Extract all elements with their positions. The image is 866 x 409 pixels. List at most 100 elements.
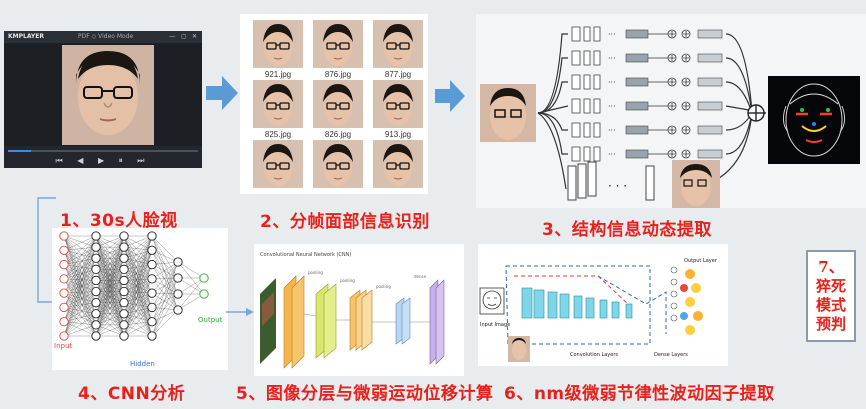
input-image-icon [479,287,505,315]
conv-layers-panel: Convolutional Neural Network (CNN) pooli… [254,244,464,376]
svg-text:···: ··· [608,54,616,63]
network-node [199,273,209,283]
svg-text:···: ··· [608,78,616,87]
player-titlebar: KMPLAYER PDF ◇ Video Mode — ◻ ✕ [4,31,202,43]
network-node [173,289,183,299]
thumbnail-caption: 826.jpg [324,130,352,139]
video-player: KMPLAYER PDF ◇ Video Mode — ◻ ✕ ⏮ ◀ ▶ ⏸ … [4,31,202,168]
network-node [91,298,101,308]
video-frame-face [62,45,154,145]
network-node [147,231,157,241]
network-node [199,289,209,299]
network-node [147,288,157,298]
network-node [119,231,129,241]
network-node [119,286,129,297]
structure-extraction-panel: ·················· · · · [476,14,866,208]
svg-text:···: ··· [608,126,616,135]
face-thumbnail [313,140,363,190]
nm-extraction-panel: Input Image Output Layer Convolution Lay… [478,244,728,366]
face-thumbnail [373,20,423,70]
player-brand: KMPLAYER [8,33,44,40]
side-line-0: 7、 [818,258,844,276]
side-line-3: 预判 [815,315,846,333]
svg-text:pooling: pooling [308,270,323,275]
network-node [119,298,129,308]
svg-text:···: ··· [608,30,616,39]
seek-bar-fill [8,150,31,152]
step-4-label: 4、CNN分析 [78,384,186,404]
hidden-layer-label: Hidden [130,360,155,368]
feature-heatmap-image [768,76,860,164]
network-node [91,231,101,241]
step-3-label: 3、结构信息动态提取 [542,220,712,240]
svg-text:Output Layer: Output Layer [684,258,718,264]
network-node [147,245,157,255]
layer-row: ··· [571,146,723,162]
network-node [147,302,157,313]
svg-text:dense: dense [414,274,427,279]
network-node [59,231,69,241]
step-1-label: 1、30s人脸视 [60,211,178,231]
layer-row: ··· [571,98,723,114]
network-node [147,331,157,341]
network-node [59,331,69,341]
conv-panel-title: Convolutional Neural Network (CNN) [260,252,351,258]
bottom-face-image [672,160,720,208]
network-node [91,253,101,263]
network-node [147,274,157,284]
face-thumbnail [373,140,423,190]
network-node [119,331,129,341]
face-thumbnail [373,80,423,130]
layer-row: ··· [571,26,723,42]
arrow-right-icon [226,308,254,316]
layer-row: ··· [571,50,723,66]
svg-text:pooling: pooling [376,284,391,289]
network-node [173,273,183,283]
network-node [59,245,69,255]
network-node [59,317,69,327]
input-layer-label: Input [54,342,72,350]
svg-text:···: ··· [608,102,616,111]
network-node [91,275,101,286]
network-node [91,264,101,274]
face-thumbnail [253,20,303,70]
network-node [119,242,129,252]
face-thumbnail [253,140,303,190]
playback-buttons[interactable]: ⏮ ◀ ▶ ⏸ ⏭ [55,156,151,165]
side-line-2: 模式 [815,296,846,314]
svg-text:Convolution Layers: Convolution Layers [570,352,618,358]
svg-text:Dense Layers: Dense Layers [654,352,688,358]
small-face-image [508,336,530,362]
thumbnail-caption: 876.jpg [324,70,352,79]
window-controls[interactable]: — ◻ ✕ [169,33,199,40]
arrow-right-icon [435,80,465,112]
network-node [59,288,69,298]
emotion-faces [680,269,703,335]
network-node [147,317,157,327]
step-2-label: 2、分帧面部信息识别 [260,212,430,232]
network-node [59,274,69,284]
output-layer-label: Output [198,316,223,324]
face-thumbnail [253,80,303,130]
seek-bar[interactable] [8,150,198,152]
network-node [59,259,69,270]
arrow-right-icon [206,76,238,110]
network-node [119,320,129,330]
step-6-label: 6、nm级微弱节律性波动因子提取 [504,384,775,404]
cnn-network-panel: Input Hidden Output [52,228,228,370]
network-node [119,309,129,319]
network-node [91,331,101,341]
player-controlbar: ⏮ ◀ ▶ ⏸ ⏭ [4,146,202,168]
player-title: PDF ◇ Video Mode [78,33,134,40]
svg-text:pooling: pooling [340,278,355,283]
network-node [119,264,129,274]
svg-text:···: ··· [608,150,616,159]
network-node [91,320,101,330]
face-thumbnail [313,80,363,130]
network-node [91,242,101,252]
face-thumbnail [313,20,363,70]
layer-row: ··· [571,74,723,90]
layer-row: ··· [571,122,723,138]
sum-operator-icon [747,104,765,122]
